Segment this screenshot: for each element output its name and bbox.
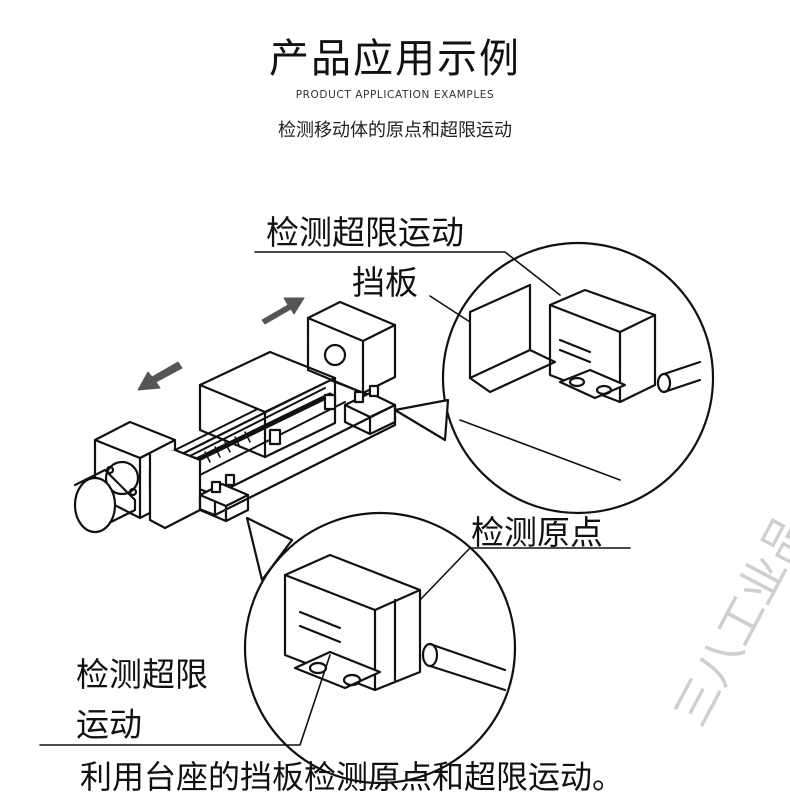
zoom-circle-limit: [393, 241, 715, 515]
linear-stage: [73, 300, 397, 534]
zoom-circle-origin: [243, 511, 517, 785]
page-title: 产品应用示例: [269, 36, 521, 82]
page-subtitle-cn: 检测移动体的原点和超限运动: [278, 120, 512, 141]
label-limit-detection-bottom: 检测超限运动: [76, 655, 208, 744]
label-limit-detection-top: 检测超限运动: [266, 213, 464, 252]
label-origin-detection: 检测原点: [471, 513, 603, 552]
label-baffle: 挡板: [352, 263, 418, 302]
bottom-caption: 利用台座的挡板检测原点和超限运动。: [80, 758, 625, 796]
arrow-left: [137, 361, 183, 391]
arrow-right: [261, 297, 305, 325]
page-subtitle-en: PRODUCT APPLICATION EXAMPLES: [295, 89, 495, 101]
